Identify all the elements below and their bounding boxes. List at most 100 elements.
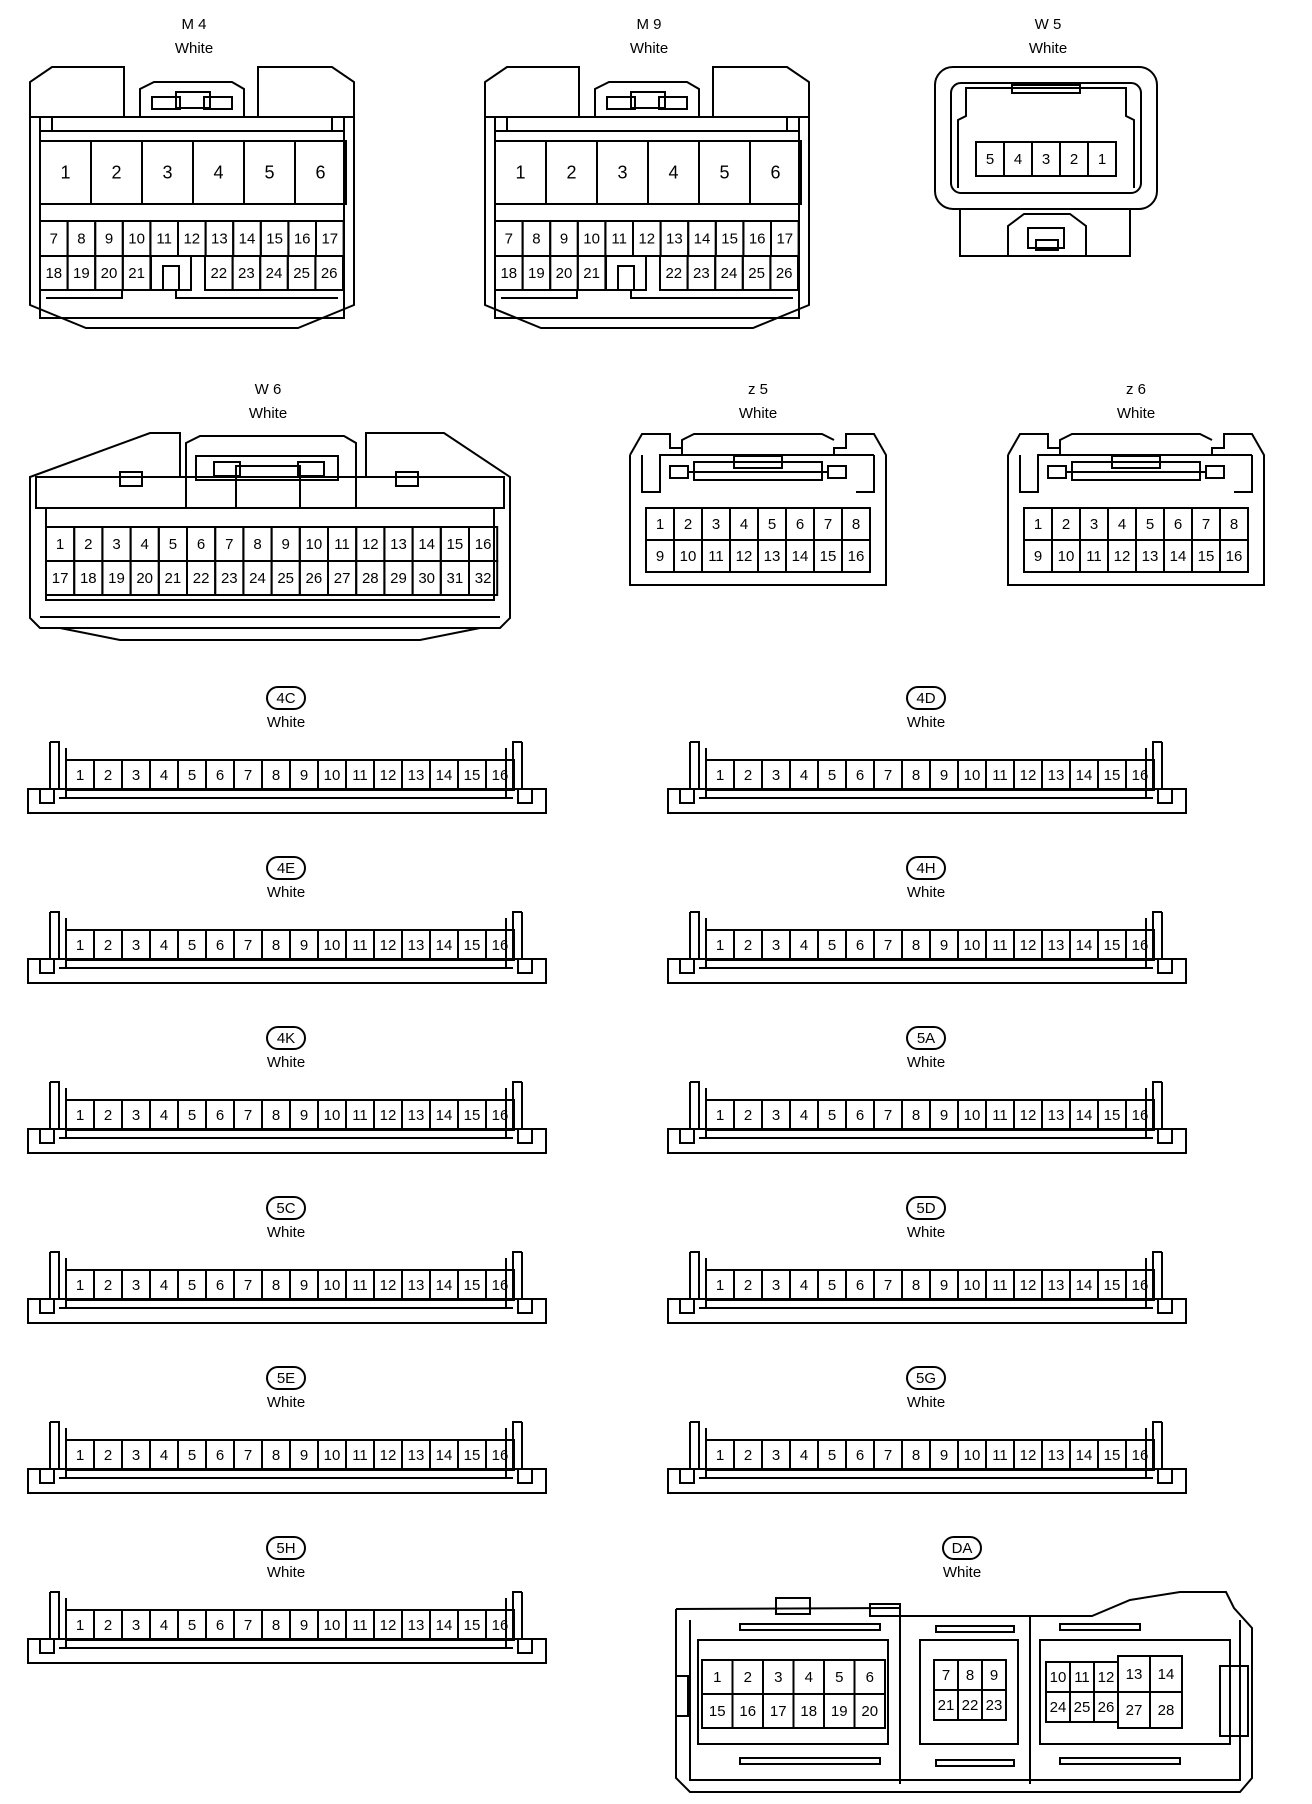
pin-number: 6 <box>856 1447 864 1464</box>
pin-number: 10 <box>128 230 145 247</box>
pin-number: 9 <box>300 937 308 954</box>
outline <box>667 1468 1187 1494</box>
pin-number: 16 <box>492 1277 509 1294</box>
pin-number: 4 <box>213 162 223 182</box>
pin-number: 13 <box>1048 1447 1065 1464</box>
outline <box>27 1468 547 1494</box>
pin-number: 16 <box>749 230 766 247</box>
pin-number: 9 <box>940 1447 948 1464</box>
outline <box>739 1757 881 1765</box>
connector-color: White <box>267 1054 305 1071</box>
pin-number: 5 <box>188 767 196 784</box>
pin-number: 14 <box>436 1277 453 1294</box>
outline <box>27 958 547 984</box>
pin-number: 3 <box>132 1277 140 1294</box>
pin-number: 1 <box>716 1107 724 1124</box>
pin-number: 9 <box>300 1107 308 1124</box>
connector-color: White <box>267 884 305 901</box>
code-badge <box>906 1196 946 1220</box>
pin-cell <box>1125 1099 1155 1131</box>
pin-number: 5 <box>188 1107 196 1124</box>
pin-number: 19 <box>73 265 90 282</box>
outline <box>689 1082 1163 1129</box>
outline <box>1039 1639 1231 1745</box>
connector-code: 5C <box>276 1200 295 1217</box>
pin-number: 10 <box>583 230 600 247</box>
pin-number: 7 <box>884 937 892 954</box>
connector-code: 4E <box>277 860 295 877</box>
outline <box>679 958 695 974</box>
pin-number: 7 <box>824 516 832 533</box>
connector-color: White <box>249 405 287 422</box>
pin-number: 16 <box>492 1617 509 1634</box>
pin-number: 22 <box>962 1697 979 1714</box>
outline <box>517 1128 533 1144</box>
pin-number: 12 <box>183 230 200 247</box>
connector-code: z 5 <box>748 381 768 398</box>
pin-number: 7 <box>884 1277 892 1294</box>
pin-number: 3 <box>772 1277 780 1294</box>
connector-code: W 5 <box>1035 16 1062 33</box>
pin-number: 5 <box>719 162 729 182</box>
outline <box>27 1638 547 1664</box>
outline <box>517 788 533 804</box>
pin-number: 15 <box>721 230 738 247</box>
pin-number: 2 <box>566 162 576 182</box>
pin-number: 14 <box>694 230 711 247</box>
connector-color: White <box>175 40 213 57</box>
pin-number: 13 <box>408 1277 425 1294</box>
pin-number: 28 <box>362 570 379 587</box>
pin-number: 15 <box>820 548 837 565</box>
pin-cell <box>1087 141 1117 177</box>
outline <box>689 1620 1241 1781</box>
pin-cell <box>485 1439 515 1471</box>
outline <box>950 82 1142 194</box>
pin-number: 3 <box>132 767 140 784</box>
pin-number: 16 <box>848 548 865 565</box>
pin-number: 15 <box>266 230 283 247</box>
pin-number: 12 <box>380 1447 397 1464</box>
connector-color: White <box>1117 405 1155 422</box>
pin-number: 4 <box>800 1107 808 1124</box>
pin-number: 13 <box>211 230 228 247</box>
pin-number: 15 <box>1104 1277 1121 1294</box>
outline <box>675 1675 689 1717</box>
outline <box>119 471 143 487</box>
pin-number: 9 <box>300 1447 308 1464</box>
pin-number: 12 <box>380 1277 397 1294</box>
pin-number: 15 <box>464 1107 481 1124</box>
outline <box>869 1603 901 1617</box>
pin-number: 4 <box>800 1277 808 1294</box>
pin-number: 3 <box>1042 151 1050 168</box>
pin-number: 14 <box>436 1107 453 1124</box>
pin-number: 6 <box>856 767 864 784</box>
pin-cell <box>1219 539 1249 573</box>
pin-number: 14 <box>239 230 256 247</box>
pin-number: 25 <box>748 265 765 282</box>
pin-number: 2 <box>744 1277 752 1294</box>
outline <box>935 1625 1015 1633</box>
pin-number: 11 <box>992 1447 1008 1464</box>
pin-number: 15 <box>464 1447 481 1464</box>
pin-number: 9 <box>940 1107 948 1124</box>
pin-number: 25 <box>277 570 294 587</box>
pin-number: 4 <box>160 1107 168 1124</box>
pin-number: 14 <box>436 1617 453 1634</box>
outline <box>517 1298 533 1314</box>
pin-number: 6 <box>216 937 224 954</box>
pin-number: 6 <box>866 1669 874 1686</box>
pin-number: 10 <box>964 1277 981 1294</box>
pin-number: 3 <box>712 516 720 533</box>
connector-color: White <box>267 714 305 731</box>
pin-number: 2 <box>104 1447 112 1464</box>
pin-number: 10 <box>324 1107 341 1124</box>
outline <box>641 454 874 493</box>
pin-number: 14 <box>436 1447 453 1464</box>
pin-number: 9 <box>105 230 113 247</box>
pin-cell <box>1125 1269 1155 1301</box>
pin-number: 1 <box>713 1669 721 1686</box>
connector-code: 5D <box>916 1200 935 1217</box>
